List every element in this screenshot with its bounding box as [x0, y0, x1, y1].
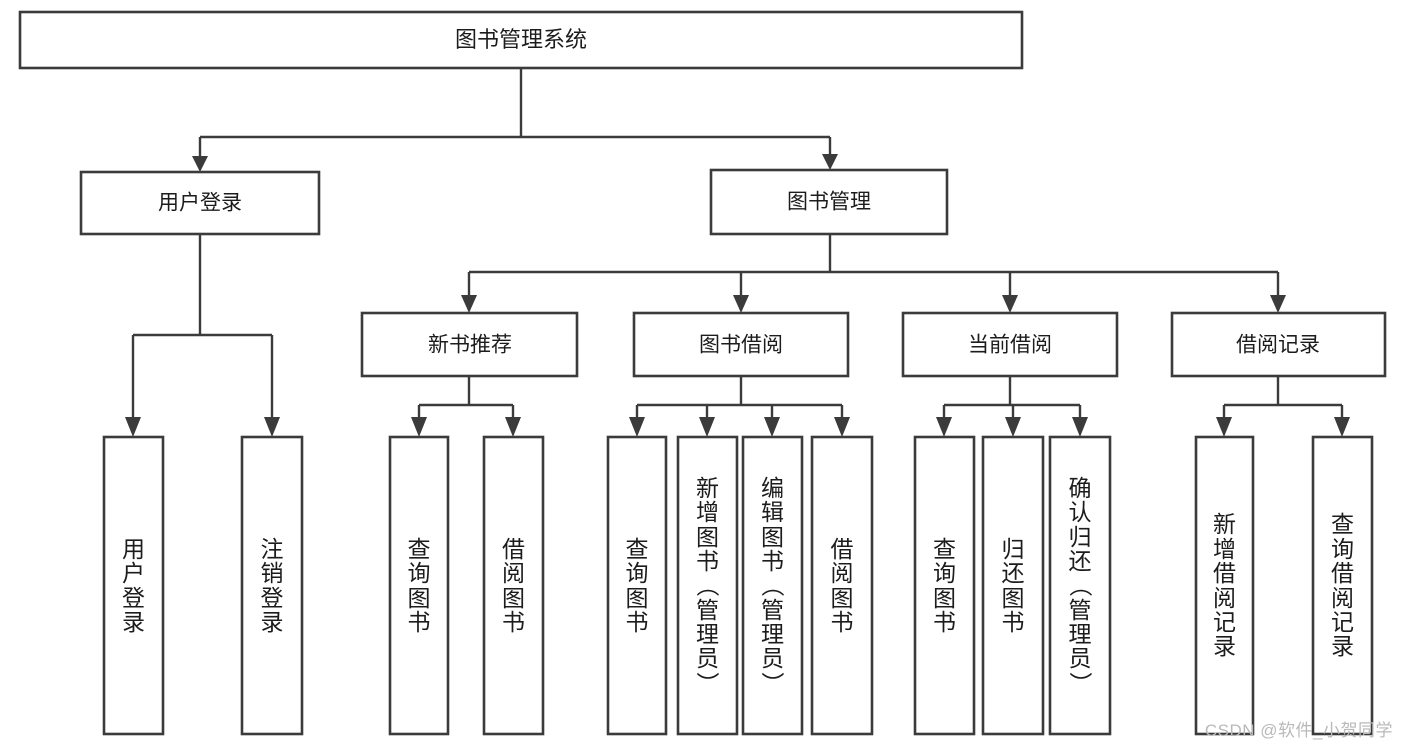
csdn-watermark: CSDN @软件_小贺同学 — [1204, 721, 1393, 740]
leaf-borrow-book-rec-box[interactable] — [482, 435, 545, 736]
node-borrow-record-box[interactable] — [1170, 311, 1387, 378]
arrowhead-leaf-query-book-rec — [411, 417, 427, 437]
node-current-borrow-box[interactable] — [901, 311, 1119, 378]
leaf-query-book-cur-box[interactable] — [913, 435, 976, 736]
arrowhead-leaf-user-logout — [264, 417, 280, 437]
leaf-query-book-borrow-box[interactable] — [606, 435, 668, 736]
arrowhead-leaf-query-book-borrow — [629, 417, 645, 437]
leaf-return-book-box[interactable] — [981, 435, 1045, 736]
leaf-add-record-box[interactable] — [1194, 435, 1255, 736]
node-book-borrow-box[interactable] — [632, 311, 850, 378]
node-book-manage-label: 图书管理 — [787, 191, 871, 214]
leaf-confirm-return-box[interactable] — [1048, 435, 1112, 736]
node-book-borrow[interactable]: 图书借阅 — [632, 311, 850, 378]
node-root-box[interactable] — [18, 10, 1024, 70]
arrowhead-current-borrow — [1002, 295, 1018, 313]
arrowhead-borrow-record — [1270, 295, 1286, 313]
leaf-edit-book-box[interactable] — [741, 435, 804, 736]
arrowhead-leaf-edit-book — [764, 417, 780, 437]
leaf-borrow-book-box[interactable] — [810, 435, 874, 736]
leaf-query-book-rec-box[interactable] — [388, 435, 450, 736]
arrowhead-leaf-return-book — [1005, 417, 1021, 437]
leaf-user-login-box[interactable] — [102, 435, 165, 736]
arrowhead-leaf-confirm-return — [1072, 417, 1088, 437]
node-book-manage-box[interactable] — [709, 168, 949, 236]
arrowhead-leaf-borrow-book-rec — [505, 417, 521, 437]
leaf-add-book-box[interactable] — [676, 435, 739, 736]
node-current-borrow-label: 当前借阅 — [968, 334, 1052, 357]
arrowhead-new-book-rec — [461, 295, 477, 313]
node-root[interactable]: 图书管理系统 — [18, 10, 1024, 70]
arrowhead-bookmanage — [822, 154, 838, 170]
leaf-user-logout-box[interactable] — [240, 435, 304, 736]
connector-group — [125, 68, 1350, 437]
arrowhead-leaf-query-record — [1334, 417, 1350, 437]
node-borrow-record[interactable]: 借阅记录 — [1170, 311, 1387, 378]
arrowhead-leaf-query-book-cur — [936, 417, 952, 437]
node-new-book-rec-box[interactable] — [360, 311, 579, 378]
node-borrow-record-label: 借阅记录 — [1236, 334, 1320, 357]
arrowhead-leaf-borrow-book — [834, 417, 850, 437]
leaf-query-record-box[interactable] — [1311, 435, 1374, 736]
arrowhead-book-borrow — [733, 295, 749, 313]
node-book-manage[interactable]: 图书管理 — [709, 168, 949, 236]
node-book-borrow-label: 图书借阅 — [699, 334, 783, 357]
arrowhead-leaf-add-book — [699, 417, 715, 437]
node-current-borrow[interactable]: 当前借阅 — [901, 311, 1119, 378]
leaf-box-group — [102, 435, 1374, 736]
arrowhead-leaf-add-record — [1216, 417, 1232, 437]
node-new-book-rec-label: 新书推荐 — [428, 334, 512, 357]
node-user-login-label: 用户登录 — [158, 192, 242, 215]
node-user-login[interactable]: 用户登录 — [79, 170, 321, 236]
arrowhead-leaf-user-login — [125, 417, 141, 437]
arrowhead-userlogin — [192, 156, 208, 172]
node-root-label: 图书管理系统 — [455, 27, 587, 52]
node-user-login-box[interactable] — [79, 170, 321, 236]
node-new-book-rec[interactable]: 新书推荐 — [360, 311, 579, 378]
